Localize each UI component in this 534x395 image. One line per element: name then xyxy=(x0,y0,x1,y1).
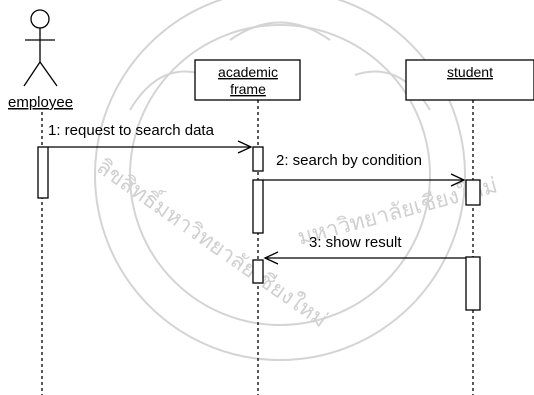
activation-student-1 xyxy=(465,179,481,206)
object-label-line2: frame xyxy=(230,81,266,97)
message-1: 1: request to search data xyxy=(48,122,253,154)
object-box xyxy=(194,59,301,101)
object-academic-frame: academic frame xyxy=(194,59,301,101)
arrowhead-icon xyxy=(450,173,466,187)
actor-employee: employee xyxy=(8,9,73,111)
object-student: student xyxy=(405,59,534,101)
arrowhead-icon xyxy=(263,251,279,265)
actor-head-icon xyxy=(30,9,50,29)
arrowhead-icon xyxy=(237,140,253,154)
actor-left-leg xyxy=(23,61,41,87)
activation-academic-frame-3 xyxy=(252,259,264,284)
message-label: 1: request to search data xyxy=(48,122,215,139)
activation-employee xyxy=(37,146,49,199)
object-label-line1: student xyxy=(447,64,493,80)
message-2: 2: search by condition xyxy=(263,152,466,187)
message-3: 3: show result xyxy=(263,234,466,265)
activation-student-2 xyxy=(465,256,481,311)
object-box xyxy=(405,59,534,101)
actor-right-leg xyxy=(39,61,58,87)
message-label: 2: search by condition xyxy=(276,152,422,169)
object-label-line1: academic xyxy=(218,64,278,80)
message-label: 3: show result xyxy=(309,234,402,251)
watermark-text-bottom: ลิขสิทธิ์มหาวิทยาลัยเชียงใหม่ xyxy=(92,151,334,332)
actor-label: employee xyxy=(8,94,73,111)
activation-academic-frame-1 xyxy=(252,146,264,172)
activation-academic-frame-2 xyxy=(252,179,264,234)
